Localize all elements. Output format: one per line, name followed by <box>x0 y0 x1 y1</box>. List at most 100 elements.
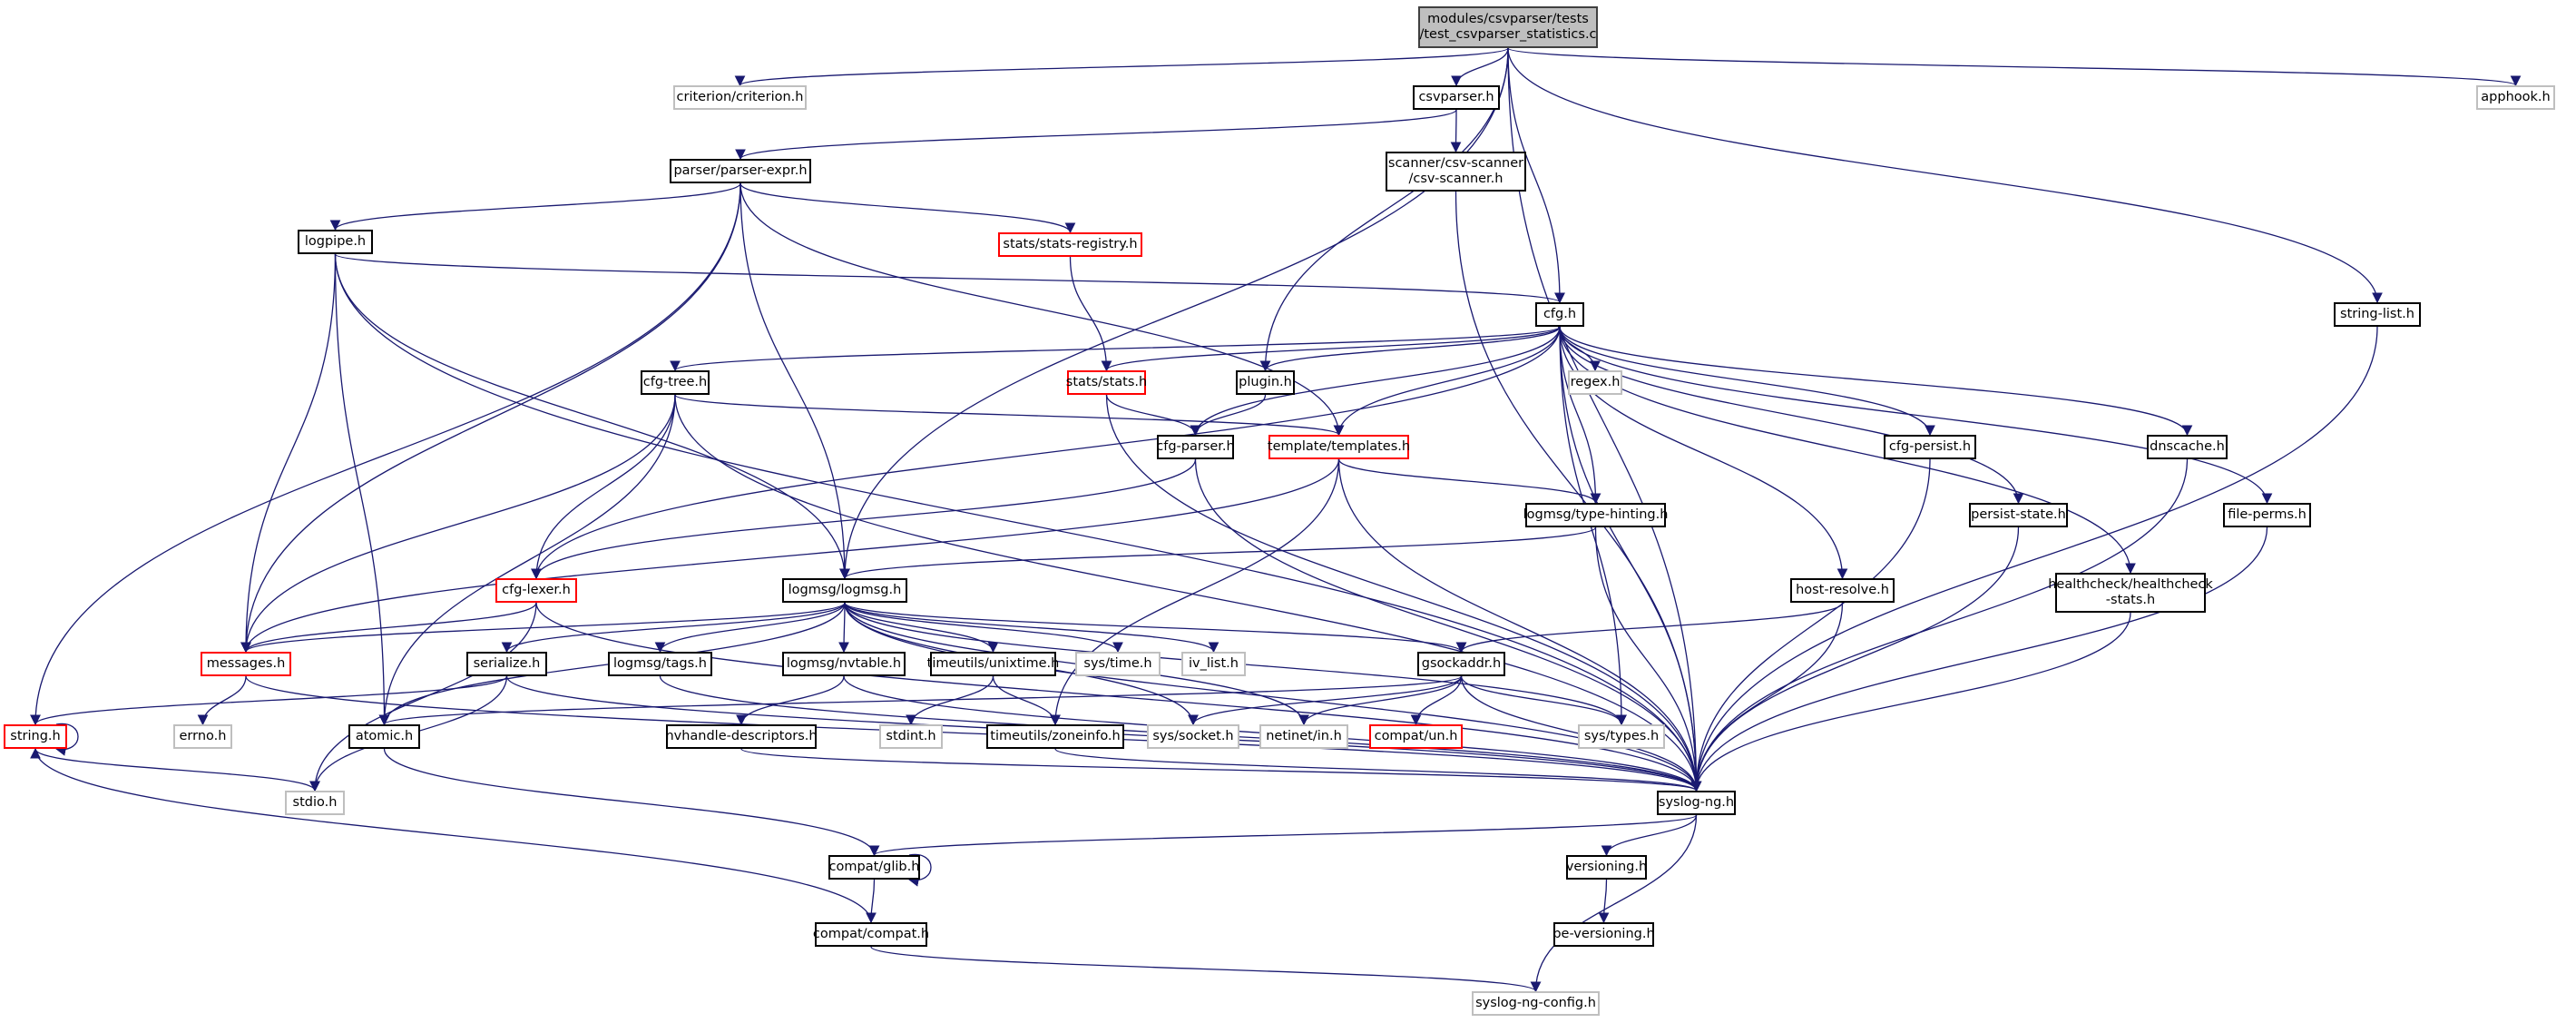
edge-cfgparser-to-cfglexer <box>531 458 1197 580</box>
edge-stats-to-cfgparser <box>1105 394 1201 437</box>
edge-unixtime-to-zoneinfo <box>992 675 1061 726</box>
node-glib[interactable]: compat/glib.h <box>828 855 920 880</box>
edge-gsockaddr-to-systypes <box>1460 675 1627 726</box>
edge-messages-to-errno <box>197 675 247 726</box>
node-syssocket[interactable]: sys/socket.h <box>1147 724 1239 749</box>
node-regex[interactable]: regex.h <box>1568 370 1622 395</box>
edge-nvhandle-to-syslogng <box>740 748 1701 792</box>
edge-logpipe-to-syslogng <box>334 253 1702 792</box>
edge-cfgtree-to-cfglexer <box>531 394 676 580</box>
node-typehint[interactable]: logmsg/type-hinting.h <box>1523 503 1668 527</box>
edge-logmsg-to-tags <box>654 602 846 654</box>
edge-stringlist-to-syslogng <box>1690 326 2378 792</box>
node-messages[interactable]: messages.h <box>201 652 291 676</box>
edge-gsockaddr-to-syssocket <box>1188 675 1463 726</box>
node-systime[interactable]: sys/time.h <box>1075 652 1161 676</box>
node-fileperms[interactable]: file-perms.h <box>2223 503 2311 527</box>
node-syslogngconfig[interactable]: syslog-ng-config.h <box>1472 991 1600 1016</box>
node-plugin[interactable]: plugin.h <box>1236 370 1295 395</box>
node-parserexpr[interactable]: parser/parser-expr.h <box>670 159 811 183</box>
edge-serialize-to-stringh <box>30 675 508 726</box>
node-persiststate[interactable]: persist-state.h <box>1969 503 2068 527</box>
node-errno[interactable]: errno.h <box>173 724 232 749</box>
edge-logmsg-to-syslogng <box>844 602 1702 792</box>
edge-logpipe-to-messages <box>240 253 337 654</box>
edge-glib-to-glib <box>907 853 932 887</box>
node-ivlist[interactable]: iv_list.h <box>1181 652 1246 676</box>
edge-logpipe-to-cfg <box>334 253 1565 304</box>
node-peversioning[interactable]: pe-versioning.h <box>1552 922 1655 947</box>
edge-csvparser-to-parserexpr <box>735 109 1457 161</box>
node-stdint[interactable]: stdint.h <box>879 724 943 749</box>
node-nvtable[interactable]: logmsg/nvtable.h <box>782 652 906 676</box>
node-cfglexer[interactable]: cfg-lexer.h <box>495 578 577 603</box>
node-csvparser[interactable]: csvparser.h <box>1413 85 1500 110</box>
node-hostresolve[interactable]: host-resolve.h <box>1790 578 1895 603</box>
node-unixtime[interactable]: timeutils/unixtime.h <box>927 652 1059 676</box>
node-netinet[interactable]: netinet/in.h <box>1259 724 1348 749</box>
node-tags[interactable]: logmsg/tags.h <box>608 652 712 676</box>
edge-logmsg-to-nvtable <box>838 602 849 654</box>
node-stringh[interactable]: string.h <box>4 724 67 749</box>
edge-stats-to-syslogng <box>1105 394 1702 792</box>
edge-gsockaddr-to-netinet <box>1298 675 1463 726</box>
edge-stringh-to-stdio <box>34 748 320 792</box>
node-statsreg[interactable]: stats/stats-registry.h <box>998 232 1142 257</box>
edge-root-to-csvparser <box>1451 47 1509 87</box>
node-templates[interactable]: template/templates.h <box>1268 435 1410 459</box>
node-compat[interactable]: compat/compat.h <box>813 922 929 947</box>
node-cfgtree[interactable]: cfg-tree.h <box>641 370 710 395</box>
edge-cfg-to-syslogng <box>1559 326 1702 792</box>
edge-root-to-stringlist <box>1507 47 2383 304</box>
node-versioning[interactable]: versioning.h <box>1566 855 1647 880</box>
edge-root-to-logmsg <box>839 47 1509 580</box>
node-logpipe[interactable]: logpipe.h <box>298 230 373 254</box>
edge-nvtable-to-nvhandle <box>736 675 845 726</box>
edge-cfgparser-to-syslogng <box>1194 458 1702 792</box>
node-compatun[interactable]: compat/un.h <box>1369 724 1463 749</box>
edge-parserexpr-to-logpipe <box>329 182 741 231</box>
edge-typehint-to-logmsg <box>839 526 1597 580</box>
edge-cfg-to-templates <box>1333 326 1561 437</box>
node-syslogng[interactable]: syslog-ng.h <box>1657 791 1736 815</box>
edge-glib-to-compat <box>866 879 877 924</box>
edge-cfg-to-plugin <box>1259 326 1561 372</box>
edge-cfgtree-to-atomic <box>378 394 676 726</box>
edge-root-to-criterion <box>735 47 1509 87</box>
node-apphook[interactable]: apphook.h <box>2476 85 2555 110</box>
edge-parserexpr-to-messages <box>240 182 741 654</box>
node-stdio[interactable]: stdio.h <box>285 791 345 815</box>
node-nvhandle[interactable]: nvhandle-descriptors.h <box>665 724 818 749</box>
edge-cfgpersist-to-syslogng <box>1690 458 1931 792</box>
edge-parserexpr-to-statsreg <box>739 182 1076 234</box>
edge-cfglexer-to-messages <box>240 602 537 654</box>
edge-hostresolve-to-gsockaddr <box>1455 602 1844 654</box>
node-cfgpersist[interactable]: cfg-persist.h <box>1884 435 1976 459</box>
node-zoneinfo[interactable]: timeutils/zoneinfo.h <box>986 724 1124 749</box>
edge-zoneinfo-to-syslogng <box>1054 748 1702 792</box>
node-systypes[interactable]: sys/types.h <box>1578 724 1665 749</box>
node-serialize[interactable]: serialize.h <box>466 652 547 676</box>
edge-cfg-to-persiststate <box>1559 326 2024 505</box>
node-stats[interactable]: stats/stats.h <box>1066 370 1147 395</box>
node-logmsg[interactable]: logmsg/logmsg.h <box>782 578 907 603</box>
edge-cfg-to-cfgtree <box>670 326 1561 372</box>
node-gsockaddr[interactable]: gsockaddr.h <box>1417 652 1505 676</box>
edge-cfgtree-to-templates <box>674 394 1344 437</box>
node-healthcheck[interactable]: healthcheck/healthcheck -stats.h <box>2048 573 2213 613</box>
edge-csvparser-to-csvscanner <box>1450 109 1462 153</box>
edge-atomic-to-glib <box>383 748 880 857</box>
edge-gsockaddr-to-atomic <box>379 675 1463 726</box>
edge-messages-to-syslogng <box>245 675 1702 792</box>
node-cfg[interactable]: cfg.h <box>1535 302 1584 327</box>
edge-hostresolve-to-syslogng <box>1690 602 1844 792</box>
edge-logmsg-to-ivlist <box>844 602 1219 654</box>
node-criterion[interactable]: criterion/criterion.h <box>673 85 807 110</box>
node-cfgparser[interactable]: cfg-parser.h <box>1156 435 1235 459</box>
edge-root-to-cfg <box>1507 47 1565 304</box>
node-dnscache[interactable]: dnscache.h <box>2147 435 2228 459</box>
node-atomic[interactable]: atomic.h <box>348 724 420 749</box>
node-csvscanner[interactable]: scanner/csv-scanner /csv-scanner.h <box>1386 152 1526 192</box>
edge-cfg-to-cfglexer <box>531 326 1561 580</box>
node-stringlist[interactable]: string-list.h <box>2334 302 2421 327</box>
